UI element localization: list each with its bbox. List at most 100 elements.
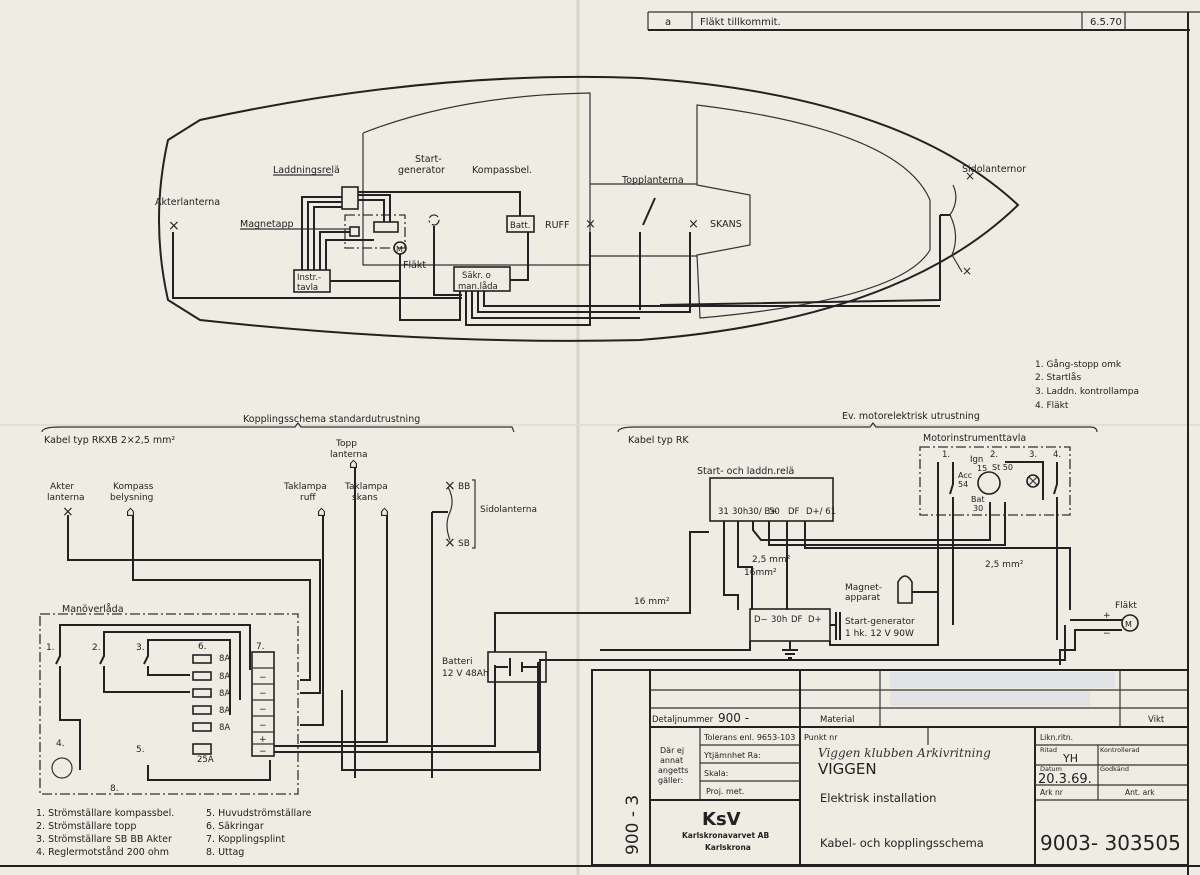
instrument-panel-title: Motorinstrumenttavla bbox=[923, 433, 1026, 444]
svg-text:Likn.ritn.: Likn.ritn. bbox=[1040, 733, 1073, 742]
standard-schema-title: Kopplingsschema standardutrustning bbox=[243, 414, 420, 425]
svg-text:Vikt: Vikt bbox=[1148, 715, 1165, 725]
svg-text:−: − bbox=[1103, 629, 1111, 639]
svg-text:−: − bbox=[259, 673, 267, 683]
svg-text:×: × bbox=[62, 504, 74, 520]
engine-schema-title: Ev. motorelektrisk utrustning bbox=[842, 411, 980, 422]
label-side-lights: Sidolanternor bbox=[962, 164, 1026, 175]
svg-text:+: + bbox=[259, 735, 267, 745]
aft-lantern-symbol: × bbox=[168, 218, 180, 234]
svg-text:2. Strömställare topp: 2. Strömställare topp bbox=[36, 821, 136, 832]
svg-text:apparat: apparat bbox=[845, 593, 881, 603]
svg-text:St 50: St 50 bbox=[992, 463, 1013, 472]
label-aft-lantern: Akterlanterna bbox=[155, 197, 220, 208]
svg-text:Ant. ark: Ant. ark bbox=[1125, 788, 1155, 797]
title-block: 900 - 3 Detaljnummer 900 - Material Vikt… bbox=[591, 669, 1189, 866]
detail-number: 900 - bbox=[718, 711, 749, 725]
start-charge-relay bbox=[709, 477, 834, 522]
svg-text:M: M bbox=[1125, 620, 1132, 629]
svg-text:Datum: Datum bbox=[1040, 765, 1062, 773]
svg-text:Tolerans enl. 9653-103: Tolerans enl. 9653-103 bbox=[703, 733, 795, 742]
svg-text:4.: 4. bbox=[1053, 450, 1061, 460]
svg-text:2. Startlås: 2. Startlås bbox=[1035, 372, 1081, 383]
svg-text:Kontrollerad: Kontrollerad bbox=[1100, 746, 1139, 754]
svg-text:30: 30 bbox=[973, 504, 983, 513]
svg-text:−: − bbox=[259, 747, 267, 757]
svg-text:annat: annat bbox=[660, 756, 683, 765]
label-mast-light: Topplanterna bbox=[621, 175, 684, 186]
svg-text:Taklampa: Taklampa bbox=[283, 482, 327, 492]
label-fan-engine: Fläkt bbox=[1115, 601, 1137, 611]
svg-text:D+: D+ bbox=[808, 615, 822, 625]
label-forepeak: SKANS bbox=[710, 219, 742, 230]
redacted-area bbox=[890, 672, 1115, 688]
start-generator-box bbox=[749, 608, 831, 642]
svg-text:Topp: Topp bbox=[335, 439, 357, 449]
label-compass-light: Kompassbel. bbox=[472, 165, 532, 176]
svg-text:⌂: ⌂ bbox=[317, 504, 326, 520]
label-charging-relay: Laddningsrelä bbox=[273, 165, 340, 176]
label-cabin: RUFF bbox=[545, 220, 569, 231]
svg-text:12 V 48Ah: 12 V 48Ah bbox=[442, 669, 489, 679]
svg-text:3. Laddn. kontrollampa: 3. Laddn. kontrollampa bbox=[1035, 387, 1139, 397]
svg-text:50: 50 bbox=[769, 507, 780, 517]
svg-text:6. Säkringar: 6. Säkringar bbox=[206, 821, 264, 832]
svg-text:⌂: ⌂ bbox=[349, 456, 358, 472]
svg-text:Kompass: Kompass bbox=[113, 482, 154, 492]
svg-text:54: 54 bbox=[958, 480, 968, 489]
svg-text:man.låda: man.låda bbox=[458, 281, 498, 292]
svg-text:angetts: angetts bbox=[658, 766, 688, 775]
svg-text:8A: 8A bbox=[219, 672, 230, 682]
regulator-symbol bbox=[51, 757, 73, 779]
svg-text:30h: 30h bbox=[732, 507, 748, 517]
label-magneto-engine: Magnet- bbox=[845, 583, 882, 593]
svg-text:3.: 3. bbox=[136, 643, 145, 653]
svg-text:DF: DF bbox=[788, 507, 800, 517]
svg-text:gäller:: gäller: bbox=[658, 776, 683, 785]
svg-text:tavla: tavla bbox=[297, 283, 318, 293]
svg-text:D+/ 61: D+/ 61 bbox=[806, 507, 836, 517]
svg-text:7. Kopplingsplint: 7. Kopplingsplint bbox=[206, 834, 285, 845]
svg-text:×: × bbox=[962, 264, 972, 278]
svg-text:4. Fläkt: 4. Fläkt bbox=[1035, 401, 1069, 411]
svg-text:×: × bbox=[444, 535, 456, 551]
battery-symbol bbox=[487, 651, 547, 683]
svg-text:30h: 30h bbox=[771, 615, 787, 625]
charging-relay-box bbox=[341, 186, 359, 210]
ground-symbol bbox=[782, 641, 798, 659]
boat-name: VIGGEN bbox=[818, 760, 877, 778]
svg-text:M: M bbox=[396, 245, 403, 254]
engine-legend: 1. Gång-stopp omk 2. Startlås 3. Laddn. … bbox=[1035, 359, 1139, 411]
svg-text:6.: 6. bbox=[198, 642, 207, 652]
svg-text:2.: 2. bbox=[92, 643, 101, 653]
ignition-lock-symbol bbox=[977, 471, 1001, 495]
svg-text:4.: 4. bbox=[56, 739, 65, 749]
revision-description: Fläkt tillkommit. bbox=[700, 17, 781, 28]
cable-type-engine: Kabel typ RK bbox=[628, 435, 689, 446]
svg-text:1. Gång-stopp omk: 1. Gång-stopp omk bbox=[1035, 359, 1122, 370]
wire-size-label: 16mm² bbox=[744, 568, 777, 578]
svg-text:30/ B+: 30/ B+ bbox=[748, 507, 777, 517]
label-start-generator-engine: Start-generator bbox=[845, 617, 915, 627]
revision-letter: a bbox=[665, 17, 671, 28]
svg-text:8A: 8A bbox=[219, 706, 230, 716]
redacted-area bbox=[890, 691, 1090, 706]
revision-date: 6.5.70 bbox=[1090, 17, 1122, 28]
svg-text:Godkänd: Godkänd bbox=[1100, 765, 1129, 773]
svg-text:8.: 8. bbox=[110, 784, 119, 794]
svg-text:lanterna: lanterna bbox=[330, 450, 368, 460]
cabin-outline bbox=[362, 92, 591, 255]
svg-text:5.: 5. bbox=[136, 745, 145, 755]
svg-text:Ritad: Ritad bbox=[1040, 746, 1057, 754]
handwritten-note: Viggen klubben Arkivritning bbox=[818, 746, 991, 760]
magneto-symbol bbox=[897, 575, 913, 604]
terminal-block bbox=[251, 651, 275, 757]
drawing-title: Elektrisk installation bbox=[820, 791, 936, 805]
wire-size-label: 16 mm² bbox=[634, 597, 670, 607]
svg-text:8A: 8A bbox=[219, 654, 230, 664]
svg-text:7.: 7. bbox=[256, 642, 265, 652]
svg-text:Ytjämnhet Ra:: Ytjämnhet Ra: bbox=[703, 751, 761, 760]
hull-plan: Sidolanternor × × Akterlanterna × Laddni… bbox=[155, 75, 1026, 342]
svg-text:31: 31 bbox=[718, 507, 729, 517]
